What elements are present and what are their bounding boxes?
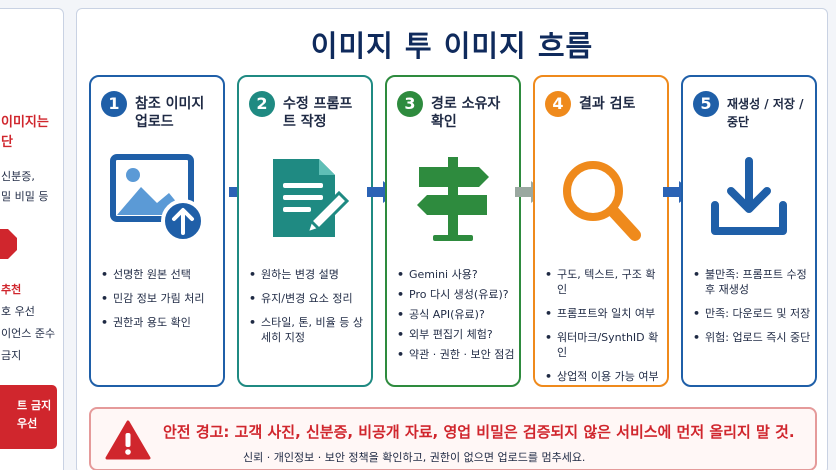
- safety-warning-box: 안전 경고: 고객 사진, 신분증, 비공개 자료, 영업 비밀은 검증되지 않…: [89, 407, 817, 470]
- left-panel-sub-line: 호 우선: [1, 305, 35, 318]
- list-item: 만족: 다운로드 및 저장: [693, 306, 811, 321]
- step-bullets: Gemini 사용? Pro 다시 생성(유료)? 공식 API(유료)? 외부…: [397, 267, 515, 367]
- list-item: 워터마크/SynthID 확인: [545, 330, 663, 360]
- list-item: 프롬프트와 일치 여부: [545, 306, 663, 321]
- document-edit-icon: [239, 153, 371, 245]
- warning-main-text: 안전 경고: 고객 사진, 신분증, 비공개 자료, 영업 비밀은 검증되지 않…: [163, 423, 795, 441]
- step-3-card: 3 경로 소유자 확인 Gemini 사용? Pro 다시 생성(유료)? 공식…: [385, 75, 521, 387]
- left-panel-red-line: 트 금지: [17, 399, 52, 412]
- step-bullets: 불만족: 프롬프트 수정 후 재생성 만족: 다운로드 및 저장 위험: 업로드…: [693, 267, 811, 354]
- left-panel-text-line: 밀 비밀 등: [1, 190, 49, 203]
- list-item: 스타일, 톤, 비율 등 상세히 지정: [249, 315, 367, 345]
- list-item: 선명한 원본 선택: [101, 267, 219, 282]
- list-item: 위험: 업로드 즉시 중단: [693, 330, 811, 345]
- list-item: 원하는 변경 설명: [249, 267, 367, 282]
- image-upload-icon: [91, 153, 223, 245]
- step-number-badge: 5: [693, 91, 719, 117]
- left-panel-title-line: 이미지는: [1, 115, 49, 130]
- warning-triangle-icon: [105, 419, 151, 465]
- list-item: 상업적 이용 가능 여부: [545, 369, 663, 384]
- left-panel-title-line: 단: [1, 135, 13, 150]
- step-4-card: 4 결과 검토 구도, 텍스트, 구조 확인 프롬프트와 일치 여부 워터마크/…: [533, 75, 669, 387]
- left-panel-red-box: 트 금지 우선: [0, 385, 57, 449]
- left-panel-title: 이미지는 단: [1, 113, 49, 153]
- left-panel-sub-line: 이언스 준수: [1, 327, 56, 340]
- step-number-badge: 3: [397, 91, 423, 117]
- page-title: 이미지 투 이미지 흐름: [310, 29, 594, 63]
- list-item: 권한과 용도 확인: [101, 315, 219, 330]
- step-title: 결과 검토: [579, 96, 636, 112]
- list-item: 유지/변경 요소 정리: [249, 291, 367, 306]
- flow-panel: 이미지 투 이미지 흐름 1 참조 이미지 업로드 선명한 원본 선택 민감 정…: [76, 8, 828, 470]
- left-panel-sub-heading: 추천: [1, 283, 22, 296]
- step-number-badge: 4: [545, 91, 571, 117]
- list-item: 약관 · 권한 · 보안 점검: [397, 347, 515, 362]
- step-title: 경로 소유자 확인: [431, 96, 501, 130]
- download-icon: [683, 153, 815, 245]
- list-item: 공식 API(유료)?: [397, 307, 515, 322]
- left-panel-text-line: 신분증,: [1, 170, 35, 183]
- step-5-card: 5 재생성 / 저장 / 중단 불만족: 프롬프트 수정 후 재생성 만족: 다…: [681, 75, 817, 387]
- signpost-icon: [387, 153, 519, 245]
- list-item: 민감 정보 가림 처리: [101, 291, 219, 306]
- step-title: 재생성 / 저장 / 중단: [727, 97, 804, 129]
- step-title: 참조 이미지 업로드: [135, 96, 205, 130]
- left-panel-text: 신분증, 밀 비밀 등: [1, 167, 48, 207]
- step-number-badge: 2: [249, 91, 275, 117]
- magnifier-icon: [535, 153, 667, 245]
- list-item: 외부 편집기 체험?: [397, 327, 515, 342]
- list-item: Gemini 사용?: [397, 267, 515, 282]
- left-panel-sub-line: 금지: [1, 349, 22, 362]
- step-number-badge: 1: [101, 91, 127, 117]
- list-item: 불만족: 프롬프트 수정 후 재생성: [693, 267, 811, 297]
- left-panel-recommend: 추천 호 우선 이언스 준수 금지: [1, 279, 55, 367]
- step-bullets: 원하는 변경 설명 유지/변경 요소 정리 스타일, 톤, 비율 등 상세히 지…: [249, 267, 367, 354]
- warning-sub-text: 신뢰 · 개인정보 · 보안 정책을 확인하고, 권한이 없으면 업로드를 멈추…: [243, 451, 586, 464]
- list-item: 구도, 텍스트, 구조 확인: [545, 267, 663, 297]
- list-item: Pro 다시 생성(유료)?: [397, 287, 515, 302]
- step-title: 수정 프롬프트 작정: [283, 96, 353, 130]
- step-2-card: 2 수정 프롬프트 작정 원하는 변경 설명 유지/변경 요소 정리 스타일, …: [237, 75, 373, 387]
- step-bullets: 구도, 텍스트, 구조 확인 프롬프트와 일치 여부 워터마크/SynthID …: [545, 267, 663, 393]
- stop-sign-icon: [0, 229, 17, 259]
- step-1-card: 1 참조 이미지 업로드 선명한 원본 선택 민감 정보 가림 처리 권한과 용…: [89, 75, 225, 387]
- step-bullets: 선명한 원본 선택 민감 정보 가림 처리 권한과 용도 확인: [101, 267, 219, 339]
- left-panel-red-line: 우선: [17, 417, 38, 430]
- left-side-panel: 이미지는 단 신분증, 밀 비밀 등 추천 호 우선 이언스 준수 금지 트 금…: [0, 8, 64, 470]
